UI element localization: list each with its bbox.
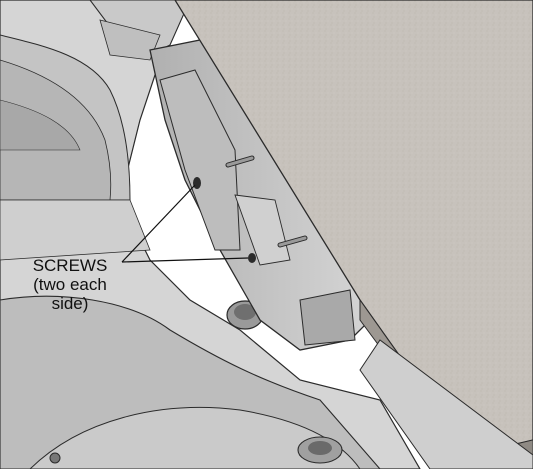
callout-line-1: SCREWS <box>32 256 108 275</box>
saw-base <box>0 0 421 469</box>
callout-line-2: (two each <box>33 275 107 294</box>
leader-line-lower <box>121 257 249 263</box>
callout-line-3: side) <box>51 294 89 313</box>
screw-hole-upper <box>193 177 201 189</box>
screw-hole-lower <box>248 253 256 263</box>
table-edge <box>359 339 533 469</box>
screws-callout-label: SCREWS (two each side) <box>8 256 132 313</box>
leader-line-upper <box>121 184 196 263</box>
screw-holes <box>193 177 256 263</box>
callout-leaders <box>121 184 249 263</box>
saw-arm <box>89 0 191 61</box>
